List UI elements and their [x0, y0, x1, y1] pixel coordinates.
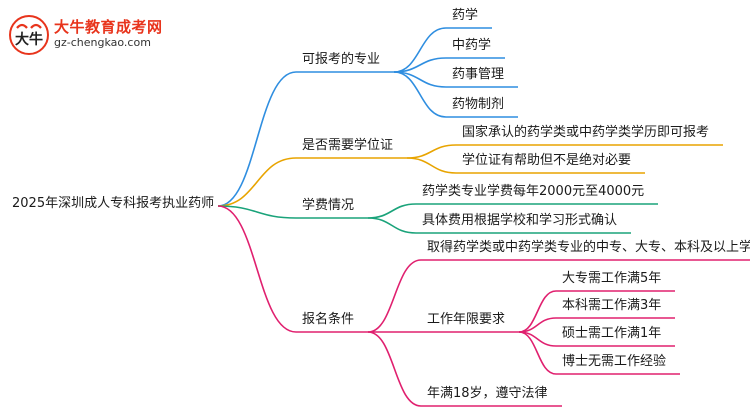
connector-root-b1: [217, 157, 297, 207]
leaf-bachelor-3y: 本科需工作满3年: [562, 298, 662, 313]
connector-b3c2: [367, 331, 422, 407]
site-logo: 大牛 大牛教育成考网 gz-chengkao.com: [8, 14, 208, 58]
branch-requirements: 报名条件: [302, 312, 355, 327]
leaf-tuition-range: 药学类专业学费每年2000元至4000元: [422, 184, 645, 199]
connector-b2c0: [367, 203, 417, 219]
connector-root-b0: [217, 71, 297, 207]
connector-b2c1: [367, 217, 417, 234]
leaf-age-law: 年满18岁，遵守法律: [427, 386, 548, 401]
leaf-degree-helpful: 学位证有帮助但不是绝对必要: [462, 153, 632, 168]
connector-b1c1: [406, 157, 457, 174]
leaf-tcm-pharmacy: 中药学: [452, 38, 492, 53]
leaf-pharmacy: 药学: [452, 8, 479, 23]
connector-b3c1c3: [518, 331, 557, 375]
leaf-phd-none: 博士无需工作经验: [562, 354, 667, 369]
bull-logo-icon: 大牛: [9, 15, 49, 55]
connector-b0c0: [393, 27, 447, 73]
leaf-tuition-depends: 具体费用根据学校和学习形式确认: [422, 213, 618, 228]
root-topic: 2025年深圳成人专科报考执业药师: [12, 196, 215, 211]
branch-majors: 可报考的专业: [302, 52, 381, 67]
leaf-college-5y: 大专需工作满5年: [562, 271, 662, 286]
connector-b1c0: [406, 144, 457, 159]
leaf-pharmacy-admin: 药事管理: [452, 67, 505, 82]
branch-degree: 是否需要学位证: [302, 138, 394, 153]
connector-b0c3: [393, 71, 447, 118]
branch-tuition: 学费情况: [302, 198, 355, 213]
svg-text:大牛: 大牛: [15, 31, 43, 48]
connector-root-b3: [217, 205, 297, 333]
leaf-recognized-diploma: 国家承认的药学类或中药学类学历即可报考: [462, 125, 710, 140]
connector-root-b2: [217, 205, 297, 219]
leaf-pharmaceutics: 药物制剂: [452, 97, 505, 112]
logo-title: 大牛教育成考网: [54, 18, 163, 36]
connector-b3c1c0: [518, 290, 557, 333]
branch-work-years: 工作年限要求: [427, 312, 506, 327]
logo-url: gz-chengkao.com: [54, 36, 151, 49]
leaf-master-1y: 硕士需工作满1年: [562, 326, 662, 341]
leaf-education-level: 取得药学类或中药学类专业的中专、大专、本科及以上学历: [427, 240, 750, 255]
connector-b3c0: [367, 259, 422, 333]
